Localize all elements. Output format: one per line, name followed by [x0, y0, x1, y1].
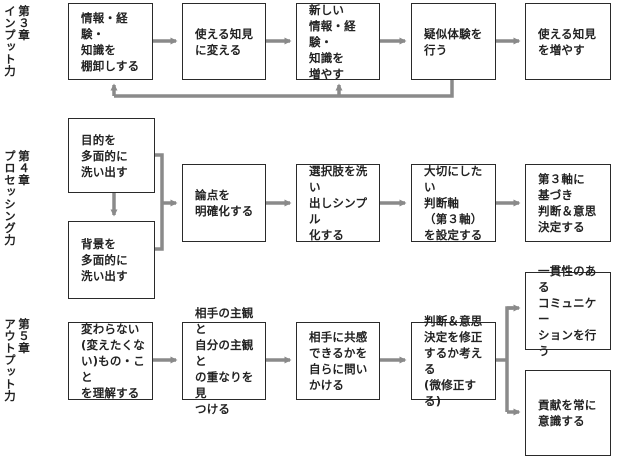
box-inventory-text: 情報・経験・ 知識を 棚卸しする: [81, 10, 140, 73]
box-simplify-options: 選択肢を洗い 出しシンプル 化する: [296, 164, 380, 242]
box-revise-decision: 判断＆意思 決定を修正 するか考える (微修正する): [411, 314, 496, 408]
feedback-loop-line: [114, 80, 454, 98]
box-consistent-communication: 一貫性のある コミュニケー ションを行う: [525, 264, 611, 358]
box-simulated-experience-text: 疑似体験を 行う: [424, 26, 483, 57]
box-decide: 第３軸に 基づき 判断＆意思 決定する: [525, 164, 611, 242]
box-convert-knowledge-text: 使える知見 に変える: [195, 26, 254, 57]
merge-bracket: [155, 153, 164, 251]
chapter-label-input: 第３章 インプット力: [3, 5, 31, 77]
box-unchanging-text: 変わらない (変えたくな い)もの・こと を理解する: [81, 322, 145, 400]
box-increase-new: 新しい 情報・経験・ 知識を 増やす: [296, 2, 380, 81]
chapter-label-output: 第５章 アウトプット力: [3, 318, 31, 402]
box-contribution: 貢献を常に 意識する: [525, 370, 611, 456]
box-overlap: 相手の主観と 自分の主観と の重なりを見 つける: [182, 306, 266, 416]
box-increase-knowledge-text: 使える知見 を増やす: [538, 26, 597, 57]
box-inventory: 情報・経験・ 知識を 棚卸しする: [68, 3, 153, 80]
box-clarify-issue-text: 論点を 明確化する: [195, 188, 254, 218]
box-convert-knowledge: 使える知見 に変える: [182, 3, 266, 80]
box-increase-knowledge: 使える知見 を増やす: [525, 3, 611, 80]
box-empathy-text: 相手に共感 できるかを 自らに問い かける: [309, 330, 368, 392]
box-revise-decision-text: 判断＆意思 決定を修正 するか考える (微修正する): [424, 314, 483, 408]
box-increase-new-text: 新しい 情報・経験・ 知識を 増やす: [309, 2, 356, 81]
box-contribution-text: 貢献を常に 意識する: [538, 398, 597, 428]
branch-up: [505, 306, 513, 360]
box-background: 背景を 多面的に 洗い出す: [68, 221, 155, 299]
box-simplify-options-text: 選択肢を洗い 出しシンプル 化する: [309, 164, 368, 242]
box-overlap-text: 相手の主観と 自分の主観と の重なりを見 つける: [195, 306, 254, 416]
box-background-text: 背景を 多面的に 洗い出す: [81, 237, 128, 283]
box-decision-axis: 大切にしたい 判断軸 （第３軸） を設定する: [411, 164, 496, 242]
box-clarify-issue: 論点を 明確化する: [182, 164, 266, 242]
box-consistent-communication-text: 一貫性のある コミュニケー ションを行う: [538, 264, 597, 358]
box-purpose-text: 目的を 多面的に 洗い出す: [81, 132, 128, 179]
chapter-label-processing: 第４章 プロセッシング力: [3, 150, 31, 246]
box-simulated-experience: 疑似体験を 行う: [411, 3, 496, 80]
box-empathy: 相手に共感 できるかを 自らに問い かける: [296, 322, 380, 400]
box-decide-text: 第３軸に 基づき 判断＆意思 決定する: [538, 172, 597, 234]
box-unchanging: 変わらない (変えたくな い)もの・こと を理解する: [68, 322, 153, 400]
box-purpose: 目的を 多面的に 洗い出す: [68, 118, 155, 193]
box-decision-axis-text: 大切にしたい 判断軸 （第３軸） を設定する: [424, 164, 483, 242]
